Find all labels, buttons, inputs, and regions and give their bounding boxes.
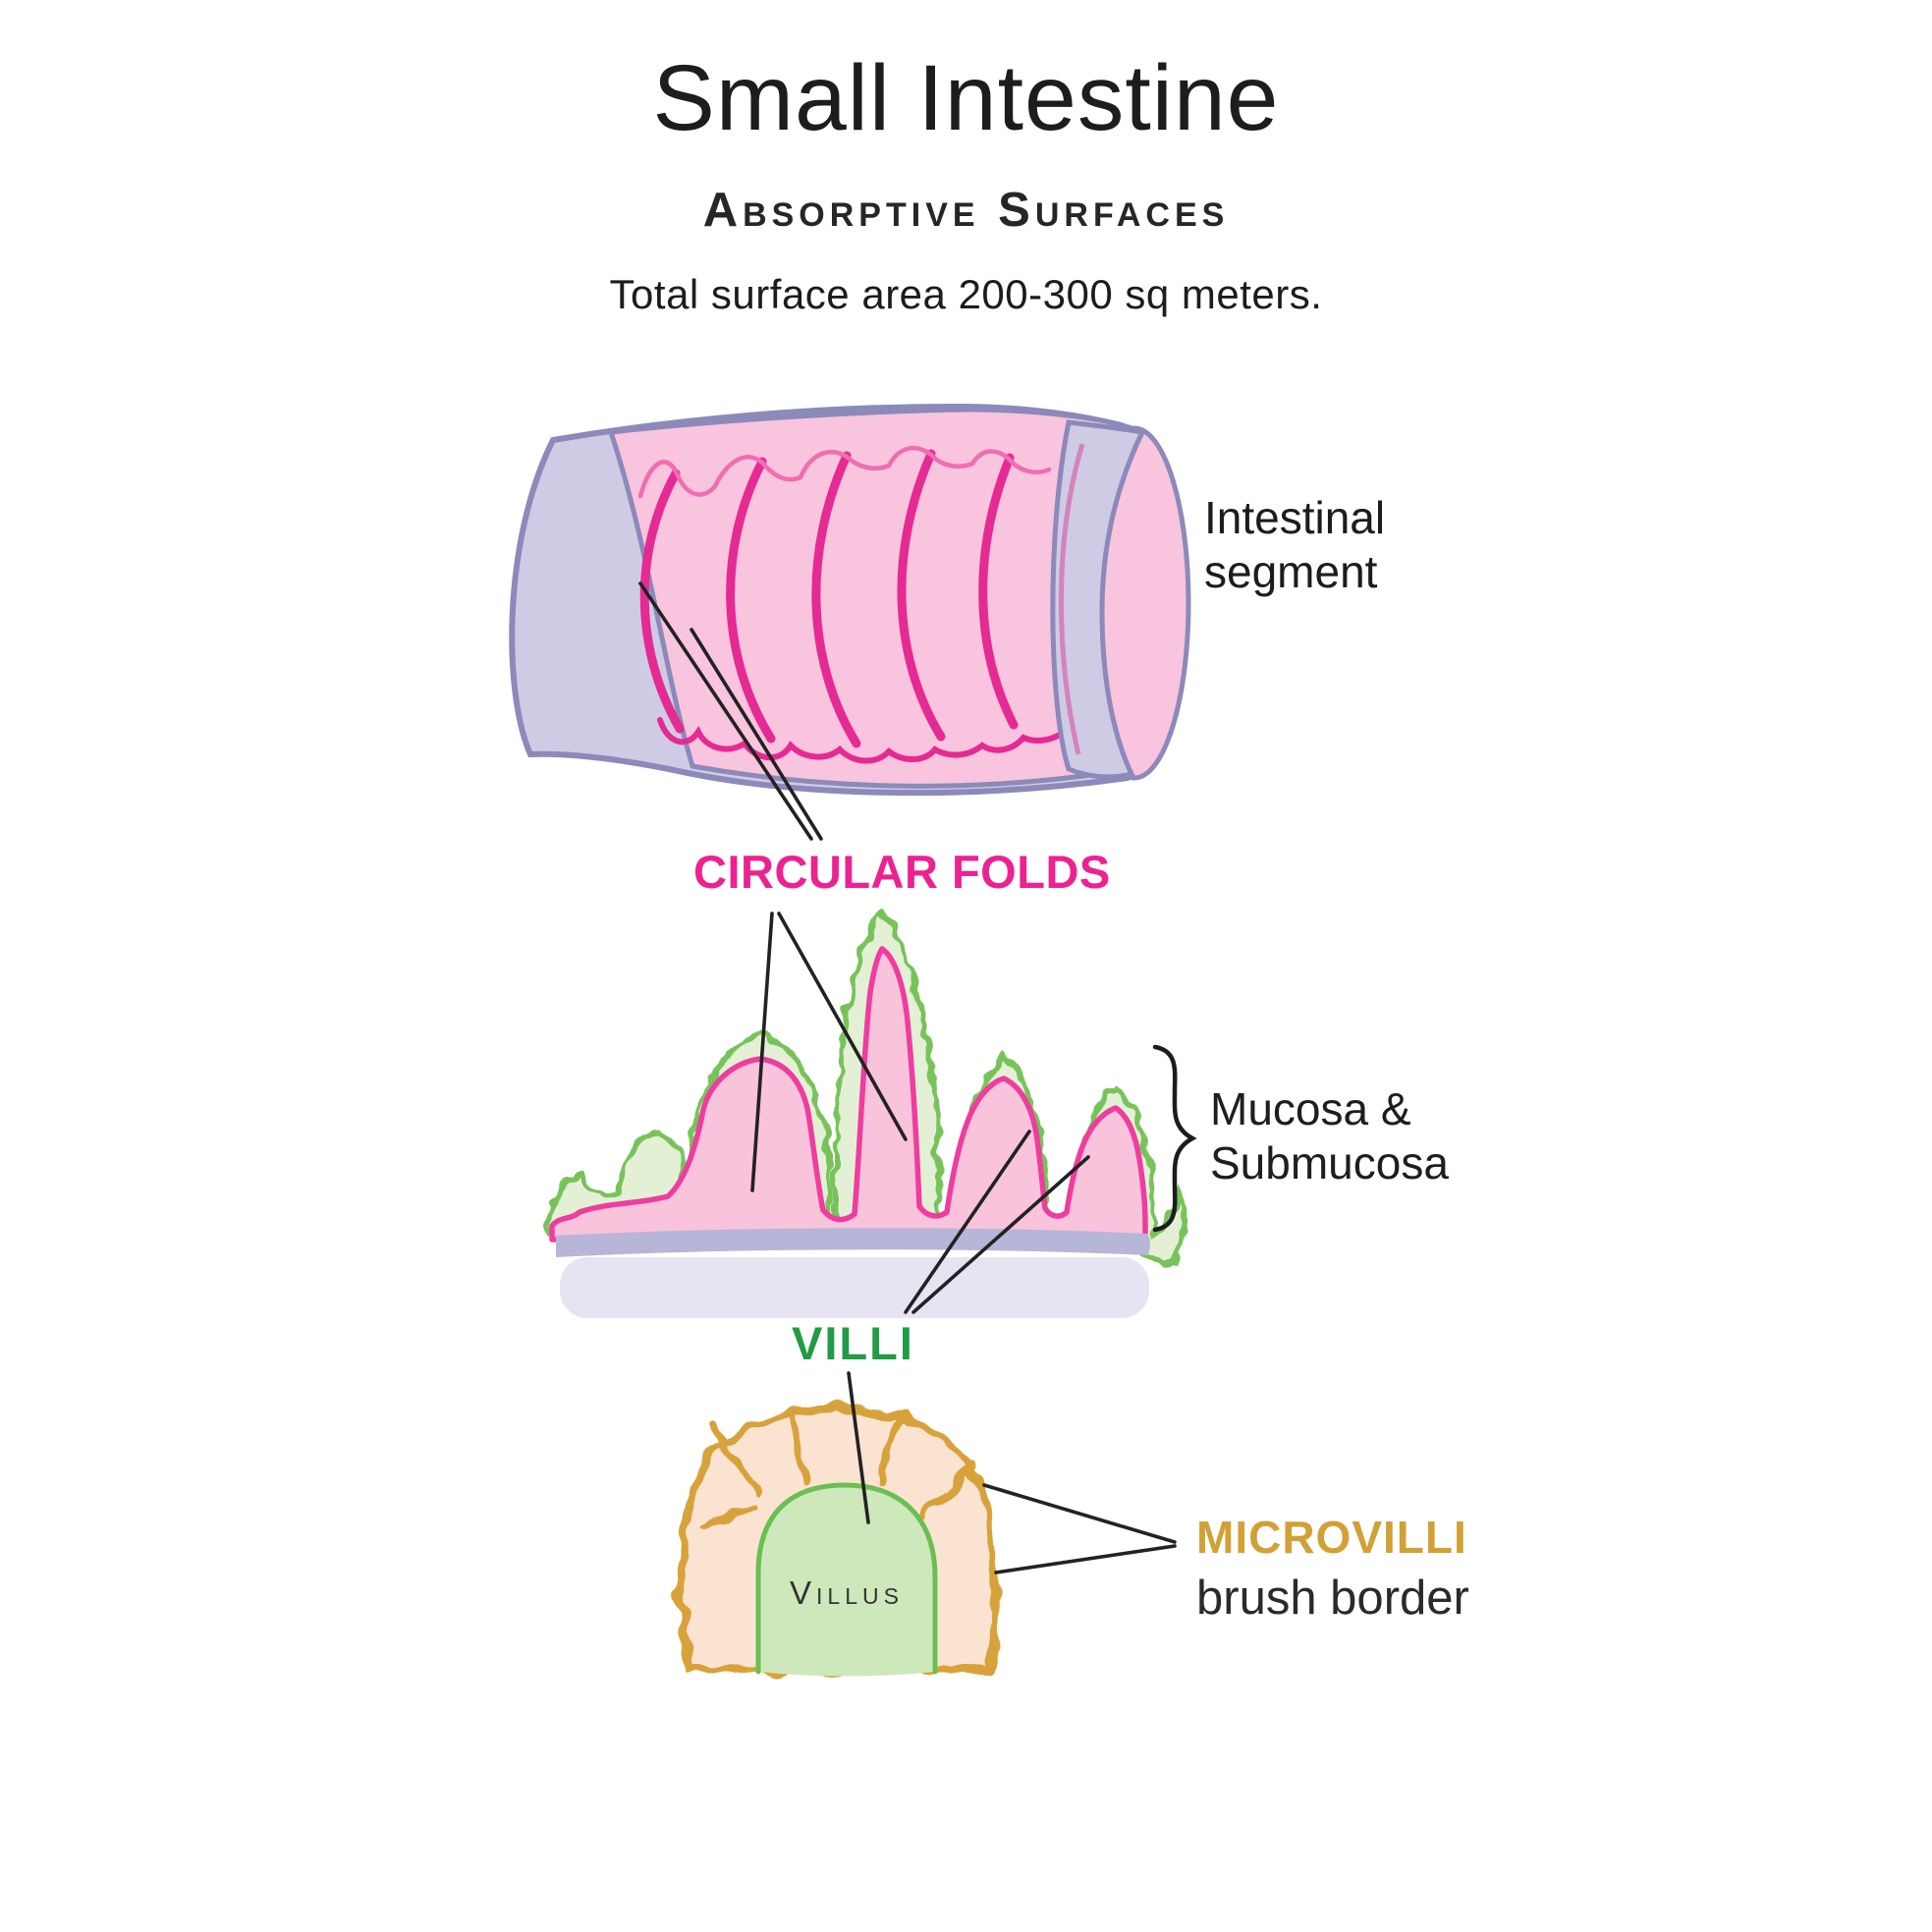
villus-illustration bbox=[677, 1405, 1000, 1677]
submucosa-block bbox=[560, 1257, 1149, 1318]
mucosa-illustration bbox=[546, 909, 1187, 1318]
surface-area-note: Total surface area 200-300 sq meters. bbox=[609, 271, 1323, 317]
circular-folds-label: CIRCULAR FOLDS bbox=[693, 846, 1111, 898]
page-title: Small Intestine bbox=[652, 46, 1280, 150]
pointer-villi-to-villus bbox=[847, 1371, 870, 1524]
microvilli-label: MICROVILLI bbox=[1196, 1512, 1467, 1563]
fold-through-wall bbox=[1059, 443, 1085, 755]
curly-brace-icon bbox=[1152, 1044, 1197, 1233]
pointer-lines bbox=[638, 581, 1177, 1574]
pointer-circular-folds-to-mucosa-1 bbox=[750, 911, 774, 1192]
pointer-circular-folds-to-mucosa-2 bbox=[777, 911, 908, 1141]
villus-outline bbox=[755, 1482, 938, 1675]
pointer-mucosa-to-villi-2 bbox=[911, 1155, 1090, 1314]
villus-body bbox=[758, 1485, 935, 1677]
circular-folds-graphic bbox=[637, 445, 1072, 764]
mucosa-pink-folds bbox=[549, 946, 1148, 1242]
villi-label: VILLI bbox=[792, 1317, 914, 1369]
microvilli-separator-lines bbox=[697, 1410, 979, 1532]
fold-bottom-scallop bbox=[657, 717, 1072, 764]
villus-label: Villus bbox=[790, 1574, 904, 1612]
mucosa-submucosa-label: Mucosa & Submucosa bbox=[1210, 1082, 1449, 1190]
intestinal-segment-label-line2: segment bbox=[1204, 546, 1378, 598]
submucosa-band bbox=[556, 1228, 1150, 1257]
tube-right-wall-band bbox=[1050, 419, 1146, 780]
pointer-villus-to-microvilli-1 bbox=[982, 1483, 1177, 1544]
pointer-tube-to-circular-folds-1 bbox=[638, 581, 813, 841]
intestinal-segment-illustration bbox=[509, 403, 1191, 797]
pointer-villus-to-microvilli-2 bbox=[994, 1544, 1177, 1574]
mucosa-label-line2: Submucosa bbox=[1210, 1137, 1449, 1189]
intestinal-segment-label: Intestinal segment bbox=[1204, 491, 1385, 599]
brush-border-label: brush border bbox=[1196, 1572, 1469, 1625]
intestinal-segment-label-line1: Intestinal bbox=[1204, 492, 1386, 543]
pointer-tube-to-circular-folds-2 bbox=[690, 628, 823, 841]
fold-top-scallop bbox=[637, 445, 1052, 499]
pointer-mucosa-to-villi-1 bbox=[904, 1130, 1031, 1314]
page-subtitle: Absorptive Surfaces bbox=[702, 184, 1230, 237]
mucosa-label-line1: Mucosa & bbox=[1210, 1083, 1411, 1134]
